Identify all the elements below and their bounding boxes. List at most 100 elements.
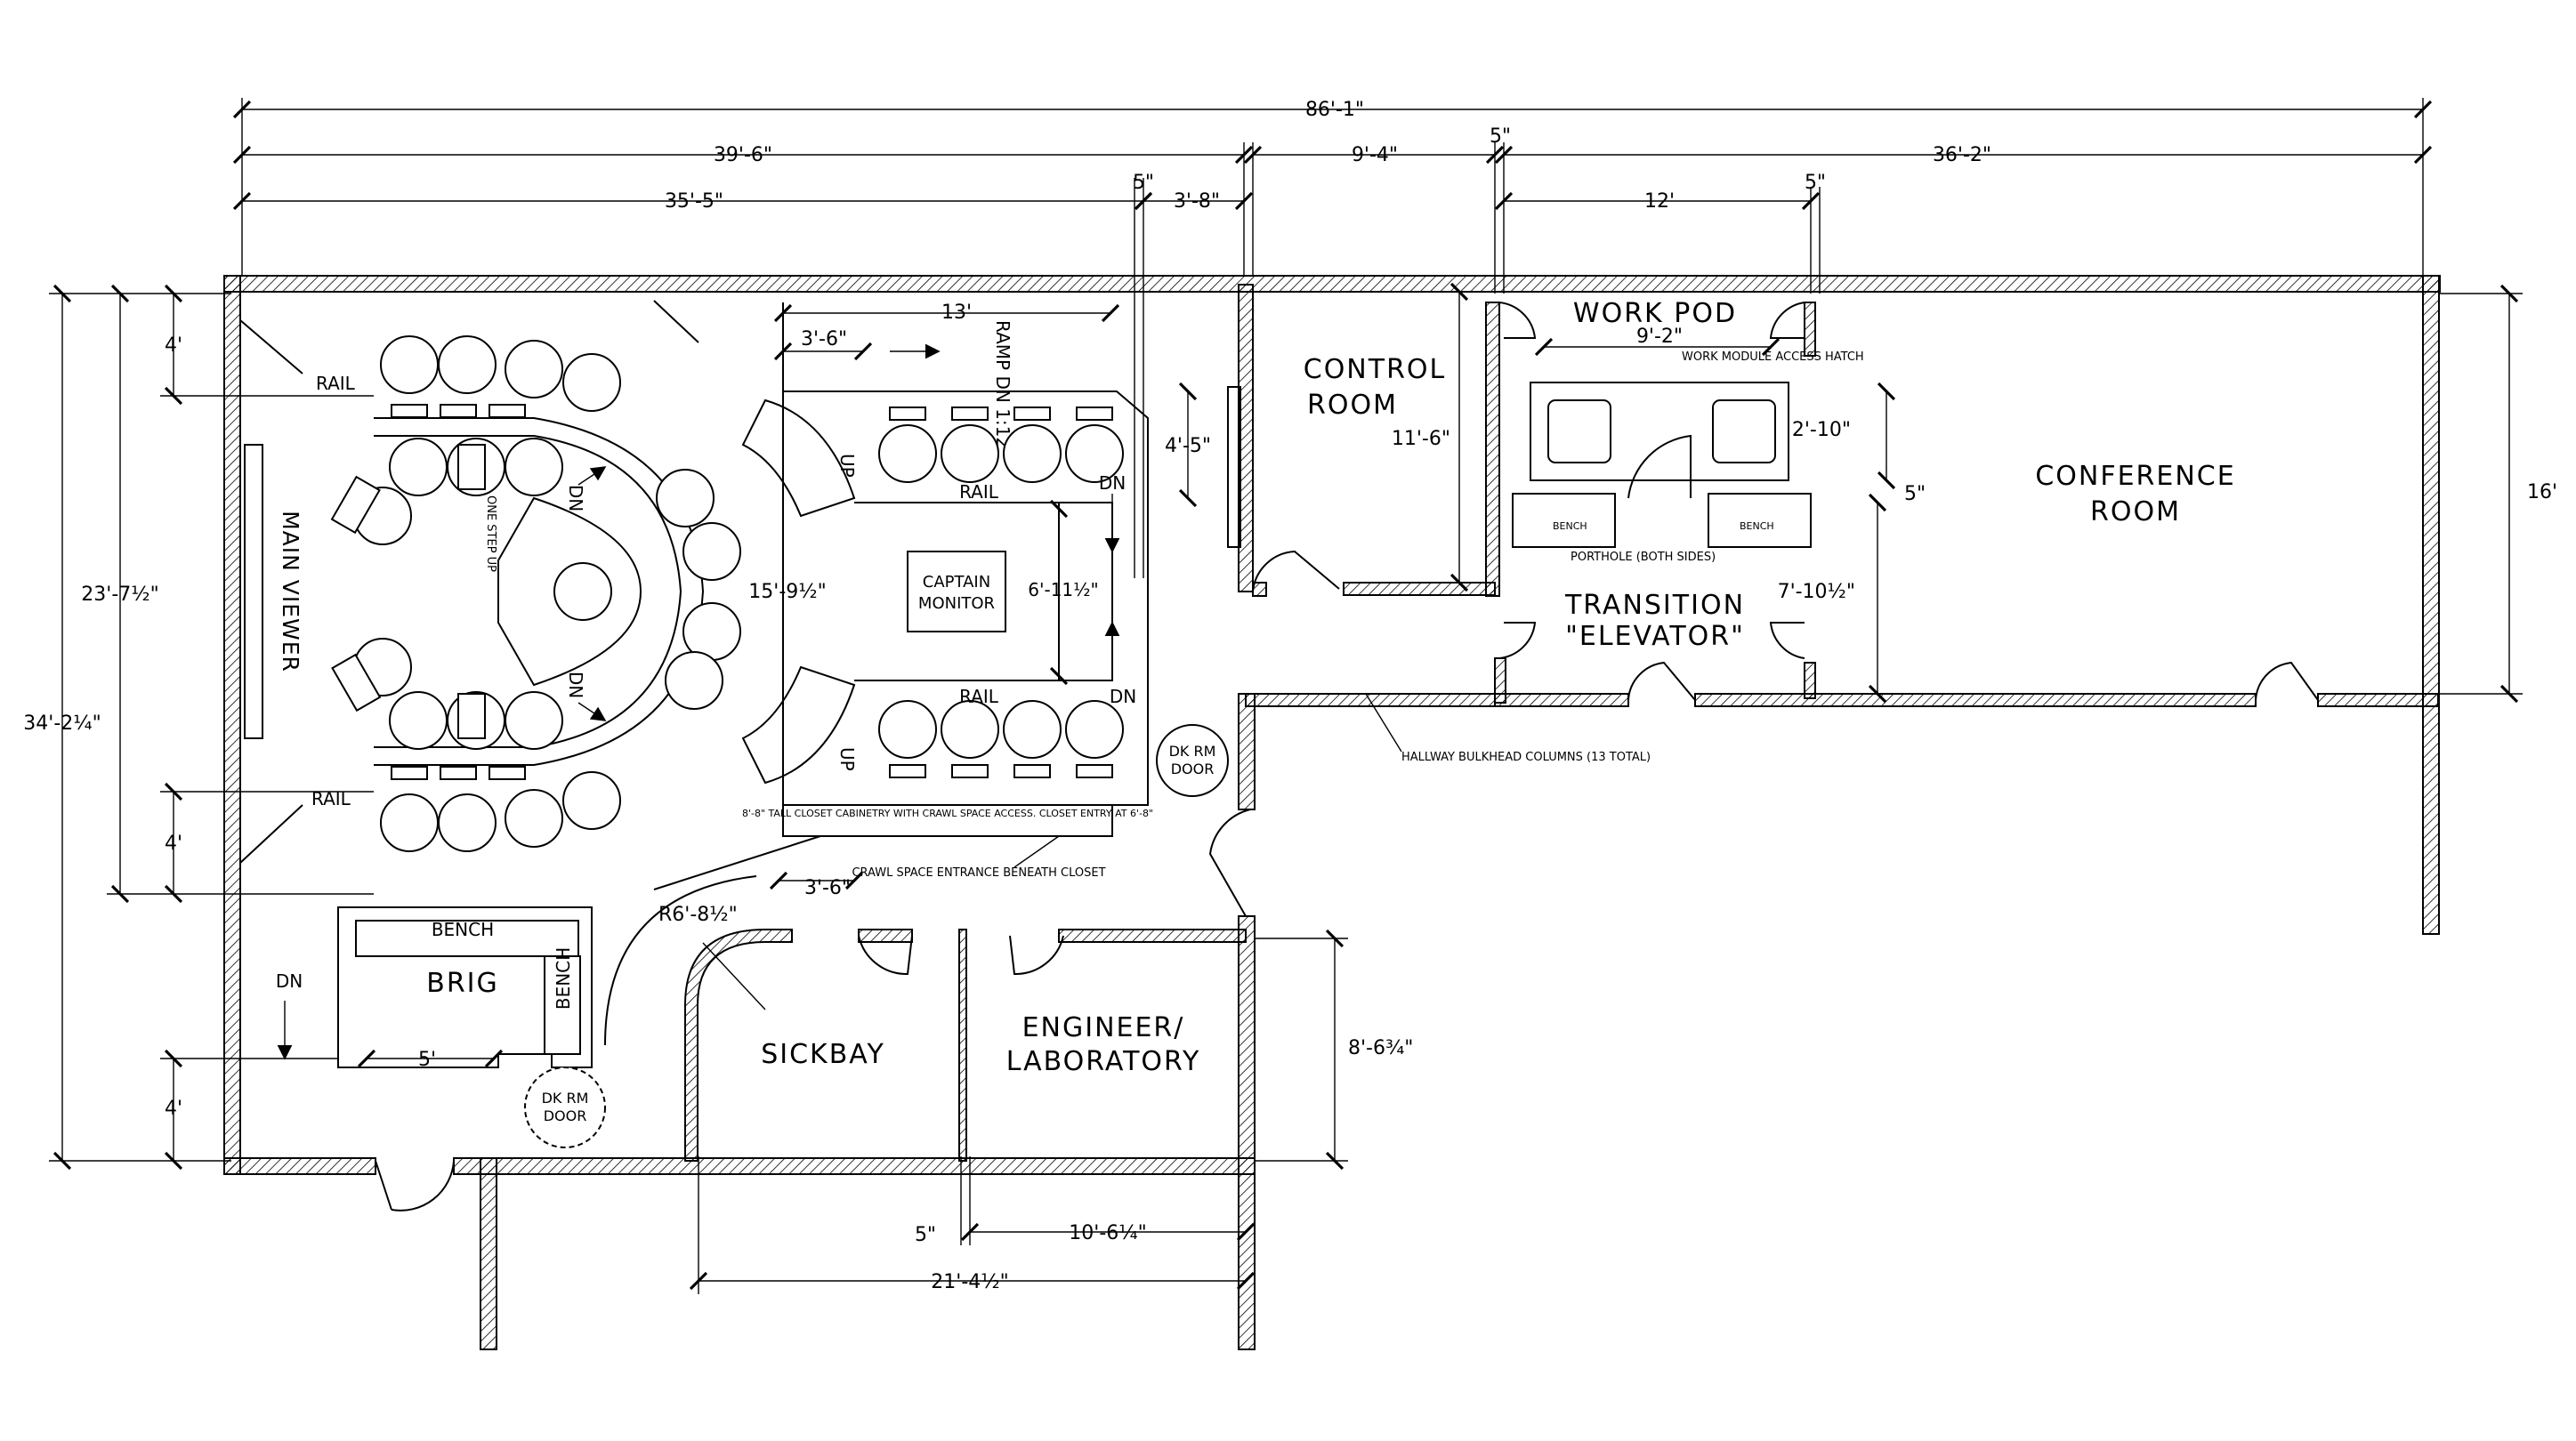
top-dimension-labels: 86'-1" 39'-6" 35'-5" 5" 3'-8" 9'-4" 5" 3… <box>665 99 1991 213</box>
crawl-leader <box>1013 835 1060 868</box>
wall-lower-left <box>480 1157 497 1350</box>
wall-control-bottom <box>1343 582 1496 596</box>
dim-work-pod-width: 12' <box>1644 190 1675 213</box>
brig-dk-rm-door-circle <box>524 1067 606 1148</box>
bridge-consoles <box>330 404 526 780</box>
dn-lower-right: DN <box>1110 686 1136 707</box>
engineer-width: 10'-6¼" <box>1069 1222 1146 1244</box>
work-pod-chair-right <box>1712 399 1776 463</box>
closet-cabinetry <box>782 804 1113 837</box>
crawl-note: CRAWL SPACE ENTRANCE BENEATH CLOSET <box>852 866 1105 880</box>
conference-label-line1: CONFERENCE <box>2035 461 2235 492</box>
lower-gap-5: 5" <box>915 1224 936 1246</box>
wall-sickbay-top-b <box>858 929 913 943</box>
control-room-height: 11'-6" <box>1392 428 1450 450</box>
work-pod-width: 9'-2" <box>1636 326 1683 348</box>
door-east <box>1208 809 1251 917</box>
door-conference-top <box>1769 302 1805 339</box>
wall-conference-south <box>2317 693 2439 707</box>
wall-east-segment <box>1238 693 1256 810</box>
door-pod-left-top <box>1498 302 1537 339</box>
dim-13: 13' <box>941 302 972 324</box>
transition-height: 7'-10½" <box>1778 581 1855 603</box>
transition-label-line1: TRANSITION <box>1564 590 1745 621</box>
one-step-up-note: ONE STEP UP <box>484 495 497 572</box>
door-control <box>1252 550 1340 592</box>
dk-rm-door-circle <box>1156 724 1229 797</box>
dim-gap-5b: 5" <box>1490 125 1511 148</box>
bench-left <box>1512 493 1616 548</box>
wall-transition-south-a <box>1494 693 1629 707</box>
wall-conference-right <box>2422 275 2440 935</box>
conference-room: CONFERENCE ROOM 16' <box>2035 284 2557 704</box>
rail-upper-label: RAIL <box>959 481 999 503</box>
dim-ramp-offset: 3'-6" <box>801 328 847 350</box>
steps-lower <box>741 665 856 785</box>
helm-console-outer <box>374 417 705 766</box>
main-viewer-label: MAIN VIEWER <box>278 511 303 672</box>
captain-area: 13' 3'-6" RAMP DN 1:12 UP UP RAIL RAIL C… <box>741 302 1229 899</box>
dim-gap-5a: 5" <box>1133 172 1154 194</box>
dim-corridor: 3'-6" <box>804 877 851 899</box>
door-sickbay <box>858 935 913 976</box>
dim-rail-offset-bottom: 4' <box>165 833 182 855</box>
wall-engineer-right <box>1238 915 1256 1350</box>
pod-gap-5: 5" <box>1904 483 1926 505</box>
control-room-label-line1: CONTROL <box>1304 354 1447 385</box>
brig-bench-side <box>544 955 581 1055</box>
dim-bridge-inner: 35'-5" <box>665 190 723 213</box>
brig-dn: DN <box>276 970 303 992</box>
rail-top-label: RAIL <box>316 373 356 394</box>
conference-height: 16' <box>2527 481 2557 503</box>
door-transition <box>1627 661 1696 701</box>
dn-upper-right: DN <box>1099 472 1126 494</box>
dim-control-width: 9'-4" <box>1352 144 1398 166</box>
wall-transition-left-low <box>1494 657 1506 704</box>
door-engineer <box>1009 935 1064 976</box>
lower-total-width: 21'-4½" <box>931 1271 1008 1293</box>
wall-transition-south-b <box>1694 693 2257 707</box>
bench-right <box>1708 493 1812 548</box>
door-conference-low <box>1769 622 1805 659</box>
wall-bridge-left <box>223 275 241 1175</box>
dim-gap-3-8: 3'-8" <box>1174 190 1220 213</box>
control-room-label-line2: ROOM <box>1307 390 1398 421</box>
dim-brig-offset: 4' <box>165 1098 182 1120</box>
door-pod-left-low <box>1498 622 1537 659</box>
brig-label: BRIG <box>426 968 499 999</box>
wall-bottom-left <box>223 1157 376 1175</box>
transition-label-line2: "ELEVATOR" <box>1565 621 1745 652</box>
rail-lower-label: RAIL <box>959 686 999 707</box>
bridge-area: MAIN VIEWER RAIL RAIL ONE STEP UP DN DN <box>239 300 891 1046</box>
work-pod: WORK POD 9'-2" WORK MODULE ACCESS HATCH … <box>1512 298 1926 704</box>
top-dimension-lines <box>232 98 2433 578</box>
dim-total: 86'-1" <box>1305 99 1364 121</box>
door-bridge-bottom <box>375 1160 455 1212</box>
control-room-panel <box>1227 386 1241 548</box>
door-conference-south <box>2255 661 2319 701</box>
helm-console-inner <box>374 435 682 748</box>
engineer-label: ENGINEER/LABORATORY <box>1006 1012 1201 1077</box>
up-upper: UP <box>836 454 858 478</box>
brig-bench-top-label: BENCH <box>432 919 494 940</box>
lower-height: 8'-6¾" <box>1348 1037 1413 1059</box>
captain-monitor <box>907 551 1006 632</box>
lower-rooms: SICKBAY ENGINEER/LABORATORY 8'-6¾" 5" 10… <box>689 929 1413 1294</box>
hallway-leader <box>1365 693 1402 753</box>
wall-sickbay-curve <box>684 929 793 1162</box>
dim-side: 4'-5" <box>1165 435 1211 457</box>
radius-leader <box>702 942 766 1010</box>
dim-depth: 15'-9½" <box>748 581 826 603</box>
brig-bench-top <box>355 920 579 957</box>
dim-gap-5c: 5" <box>1805 172 1826 194</box>
conference-label-line2: ROOM <box>2090 496 2181 527</box>
main-viewer-screen <box>244 444 263 739</box>
bridge-dn-upper: DN <box>565 485 586 511</box>
dim-rail-offset-top: 4' <box>165 334 182 357</box>
captain-area-seats <box>878 407 1124 778</box>
